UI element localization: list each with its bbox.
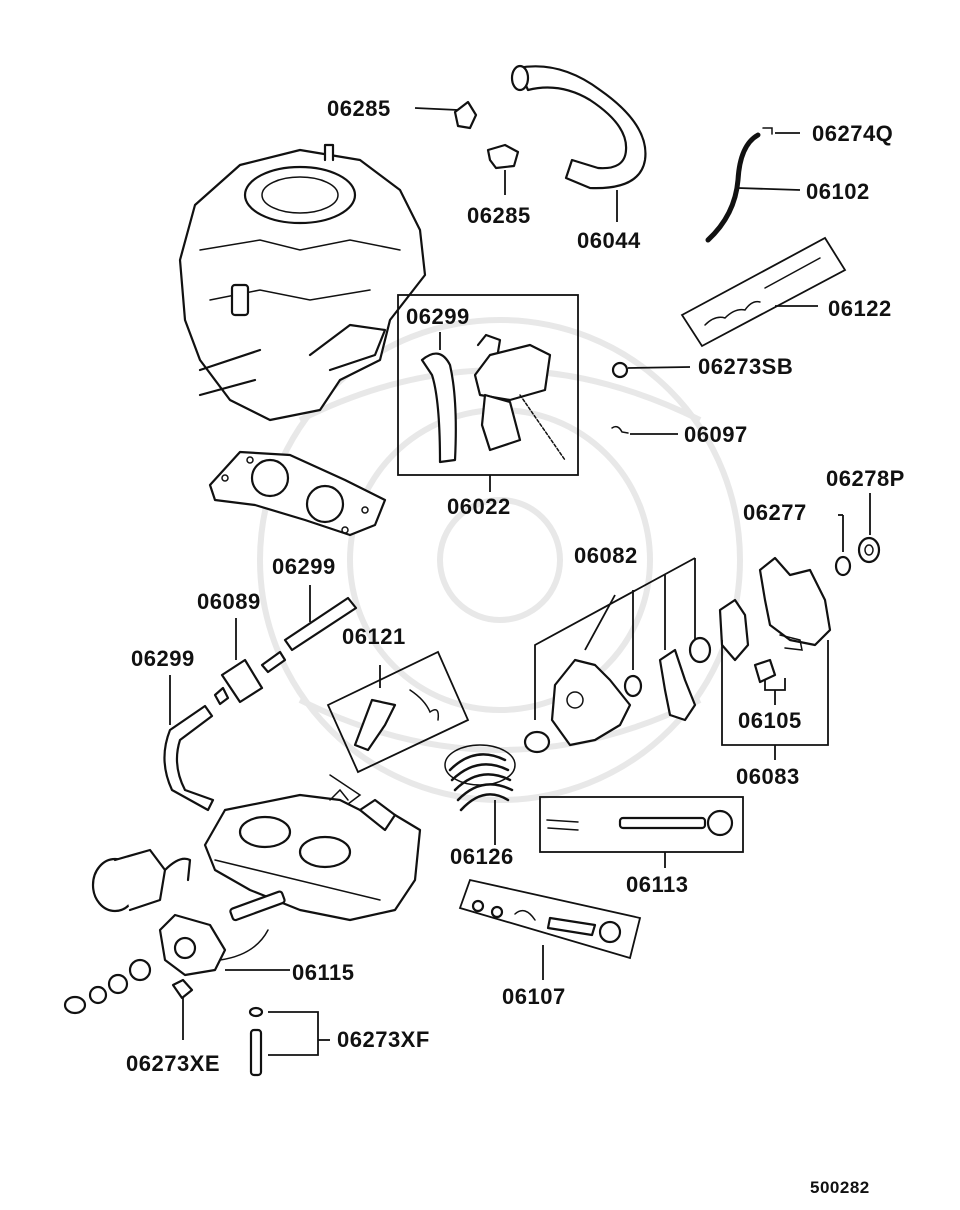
label-06299-mid: 06299 (272, 554, 336, 579)
carburetor-top-body (178, 143, 427, 422)
gasket (208, 450, 387, 537)
label-06273XF: 06273XF (337, 1027, 430, 1052)
throttle-body (203, 788, 422, 922)
washer-set (63, 958, 152, 1015)
label-06044: 06044 (577, 228, 641, 253)
screw-kit-06113 (539, 796, 744, 868)
label-06082: 06082 (574, 543, 638, 568)
label-06097: 06097 (684, 422, 748, 447)
hose-06044 (510, 64, 647, 222)
screw-06273XE (171, 978, 194, 1040)
label-06274Q: 06274Q (812, 121, 893, 146)
hose-06299-mid (283, 585, 358, 652)
label-06273XE: 06273XE (126, 1051, 220, 1076)
label-06105: 06105 (738, 708, 802, 733)
throttle-lever-group-06083 (718, 556, 832, 760)
label-06277: 06277 (743, 500, 807, 525)
label-06022: 06022 (447, 494, 511, 519)
label-06113: 06113 (626, 872, 688, 897)
label-06121: 06121 (342, 624, 406, 649)
label-06278P: 06278P (826, 466, 905, 491)
throttle-linkage-group-06082 (523, 557, 712, 754)
label-06299-box: 06299 (406, 304, 470, 329)
clip-06285-lower (486, 143, 520, 195)
clip-06097 (611, 425, 678, 435)
label-06115: 06115 (292, 960, 354, 985)
reference-code: 500282 (810, 1178, 870, 1197)
sensor-06115 (158, 913, 290, 977)
rod-06102 (705, 127, 801, 243)
clip-06285-upper (414, 100, 478, 130)
lever-kit-06121 (326, 650, 470, 811)
label-06089: 06089 (197, 589, 261, 614)
washer-06277 (834, 514, 852, 577)
bolt-06273XF (248, 1006, 330, 1077)
label-06273SB: 06273SB (698, 354, 793, 379)
diaphragm-box-06022 (397, 294, 579, 492)
label-06285-lower: 06285 (467, 203, 531, 228)
filter-06089 (213, 618, 287, 706)
screw-kit-06107 (458, 878, 642, 980)
hose-06299-left (163, 675, 215, 812)
label-06122: 06122 (828, 296, 892, 321)
spring-06126 (444, 744, 516, 845)
label-06285-upper: 06285 (327, 96, 391, 121)
label-06299-left: 06299 (131, 646, 195, 671)
label-06107: 06107 (502, 984, 566, 1009)
label-06126: 06126 (450, 844, 514, 869)
label-06102: 06102 (806, 179, 870, 204)
label-06083: 06083 (736, 764, 800, 789)
connector-plug (91, 848, 192, 913)
nut-06278P (857, 493, 881, 564)
kit-06122 (680, 236, 847, 348)
screw-06273SB (611, 361, 691, 379)
